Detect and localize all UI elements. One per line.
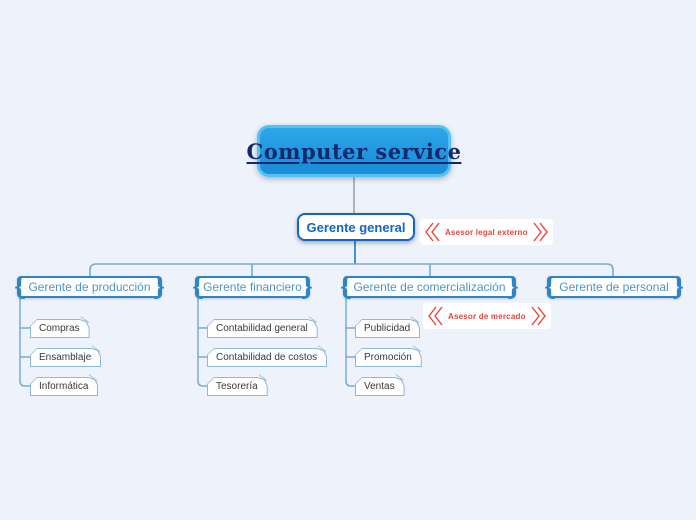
manager-label: Gerente financiero: [203, 280, 302, 294]
chevron-left-icon: [425, 222, 440, 242]
advisor-label: Asesor legal externo: [445, 227, 528, 237]
item-shape: Tesorería: [207, 377, 268, 396]
title-label: Computer service: [246, 138, 462, 164]
brace-left-icon: {: [542, 271, 558, 301]
item-label: Contabilidad de costos: [216, 352, 318, 363]
org-node-item[interactable]: Ensamblaje: [30, 345, 101, 367]
manager-label: Gerente de personal: [559, 280, 669, 294]
chevron-left-icon: [428, 306, 443, 326]
item-label: Publicidad: [364, 323, 411, 334]
item-label: Ventas: [364, 381, 395, 392]
item-shape: Informática: [30, 377, 98, 396]
manager-label: Gerente de producción: [28, 280, 151, 294]
item-shape: Promoción: [355, 348, 422, 367]
org-node-item[interactable]: Ventas: [355, 374, 405, 396]
chevron-right-icon: [533, 222, 548, 242]
item-shape: Compras: [30, 319, 90, 338]
item-shape: Ventas: [355, 377, 405, 396]
item-label: Informática: [39, 381, 89, 392]
org-node-item[interactable]: Promoción: [355, 345, 422, 367]
advisor-node-mercado[interactable]: Asesor de mercado: [423, 303, 551, 329]
brace-right-icon: }: [505, 271, 521, 301]
item-label: Ensamblaje: [39, 352, 92, 363]
item-shape: Publicidad: [355, 319, 420, 338]
item-label: Promoción: [364, 352, 412, 363]
item-label: Compras: [39, 323, 80, 334]
brace-left-icon: {: [338, 271, 354, 301]
root-label: Gerente general: [306, 219, 406, 235]
org-node-item[interactable]: Contabilidad de costos: [207, 345, 327, 367]
org-node-item[interactable]: Compras: [30, 316, 90, 338]
brace-right-icon: }: [670, 271, 686, 301]
org-node-item[interactable]: Tesorería: [207, 374, 268, 396]
org-node-manager-produccion[interactable]: { Gerente de producción }: [12, 274, 167, 299]
item-shape: Ensamblaje: [30, 348, 101, 367]
brace-left-icon: {: [12, 271, 28, 301]
org-node-root[interactable]: Gerente general: [297, 213, 415, 241]
org-node-manager-personal[interactable]: { Gerente de personal }: [542, 274, 686, 299]
brace-right-icon: }: [151, 271, 167, 301]
org-node-item[interactable]: Informática: [30, 374, 98, 396]
org-node-manager-financiero[interactable]: { Gerente financiero }: [190, 274, 315, 299]
org-node-item[interactable]: Publicidad: [355, 316, 420, 338]
item-shape: Contabilidad general: [207, 319, 318, 338]
item-label: Contabilidad general: [216, 323, 308, 334]
org-node-item[interactable]: Contabilidad general: [207, 316, 318, 338]
org-node-manager-comercializacion[interactable]: { Gerente de comercialización }: [338, 274, 521, 299]
manager-label: Gerente de comercialización: [353, 280, 506, 294]
item-shape: Contabilidad de costos: [207, 348, 327, 367]
chevron-right-icon: [531, 306, 546, 326]
item-label: Tesorería: [216, 381, 258, 392]
advisor-node-legal[interactable]: Asesor legal externo: [420, 219, 553, 245]
advisor-label: Asesor de mercado: [448, 311, 526, 321]
org-node-title[interactable]: Computer service: [247, 125, 461, 177]
